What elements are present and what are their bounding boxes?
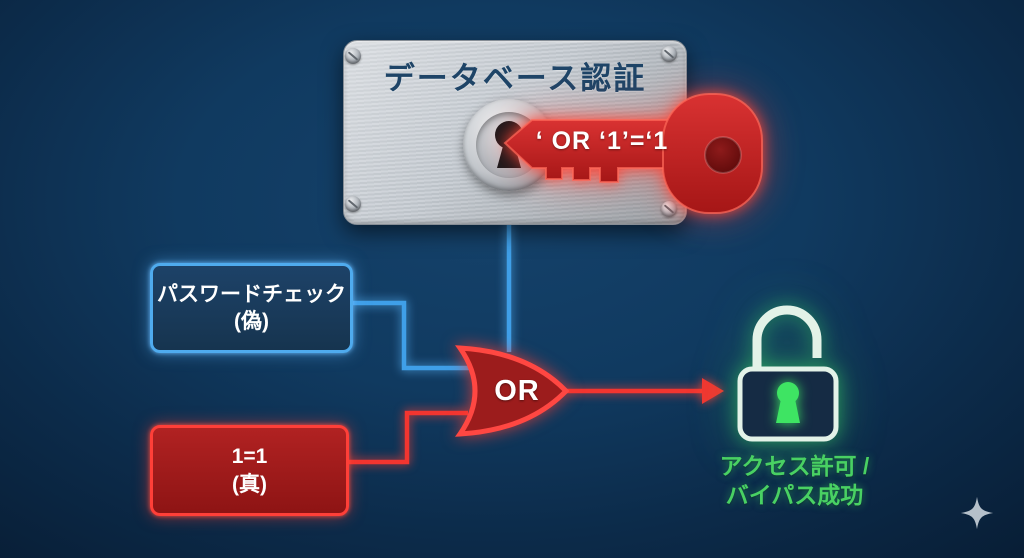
key-icon — [503, 93, 763, 214]
screw-icon — [345, 196, 361, 212]
tautology-line1: 1=1 — [231, 445, 268, 469]
database-auth-plate: データベース認証 — [343, 40, 687, 225]
password-check-line1: パスワードチェック — [157, 282, 346, 306]
or-gate-label: OR — [494, 375, 540, 407]
lock-shackle — [752, 305, 822, 370]
screw-icon — [345, 48, 361, 64]
access-granted-label: アクセス許可 / バイパス成功 — [702, 452, 887, 510]
tautology-box: 1=1 (真) — [150, 425, 349, 516]
password-check-box: パスワードチェック (偽) — [150, 263, 353, 353]
result-line1: アクセス許可 / — [719, 453, 870, 479]
result-line2: バイパス成功 — [725, 481, 864, 508]
screw-icon — [661, 201, 677, 217]
wire-tautology-to-gate — [343, 410, 468, 465]
wire-password-to-gate — [347, 300, 470, 371]
plate-title: データベース認証 — [383, 61, 647, 96]
sparkle-icon — [960, 496, 994, 530]
lock-keyhole — [776, 382, 800, 423]
tautology-line2: (真) — [232, 472, 267, 496]
key-payload-label: ‘ OR ‘1’=‘1 — [535, 127, 669, 155]
unlocked-padlock-icon — [737, 305, 839, 442]
password-check-line2: (偽) — [234, 310, 269, 333]
screw-icon — [661, 46, 677, 62]
